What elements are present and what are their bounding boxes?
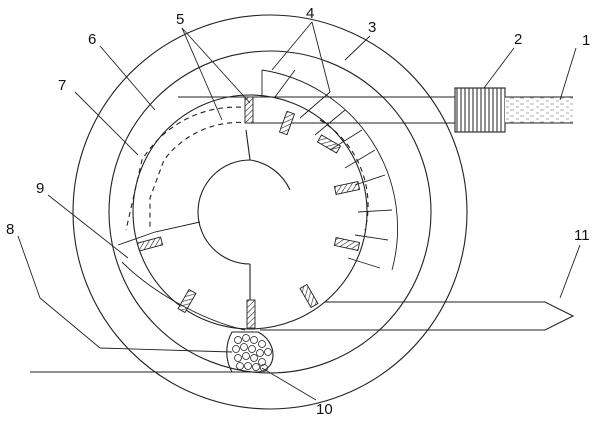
label-1: 1 xyxy=(582,32,590,49)
label-6: 6 xyxy=(88,31,96,48)
label-8: 8 xyxy=(6,221,14,238)
hub-cut xyxy=(245,129,251,300)
label-4: 4 xyxy=(306,5,314,22)
label-2: 2 xyxy=(514,31,522,48)
dashed-channel xyxy=(149,119,369,231)
guide-fins xyxy=(261,69,399,271)
intake-dashed xyxy=(320,96,455,124)
leader-lines xyxy=(17,21,581,401)
dashed-channel-outer xyxy=(125,106,251,231)
intake-pipe xyxy=(178,96,455,124)
sediment-mass xyxy=(226,331,274,373)
outlet-pipe xyxy=(260,301,575,331)
hub-edge xyxy=(249,159,291,191)
label-11: 11 xyxy=(574,227,590,244)
label-9: 9 xyxy=(36,180,44,197)
rotor-blades xyxy=(136,96,361,329)
rotor-ring xyxy=(132,94,368,330)
label-3: 3 xyxy=(368,19,376,36)
label-5: 5 xyxy=(176,11,184,28)
inlet-stream xyxy=(505,97,573,123)
label-7: 7 xyxy=(58,77,66,94)
hub xyxy=(197,159,251,265)
middle-ring xyxy=(108,50,432,374)
left-guide xyxy=(117,221,246,331)
filter-coil xyxy=(454,87,506,133)
label-10: 10 xyxy=(316,401,333,418)
outer-casing xyxy=(72,14,468,410)
